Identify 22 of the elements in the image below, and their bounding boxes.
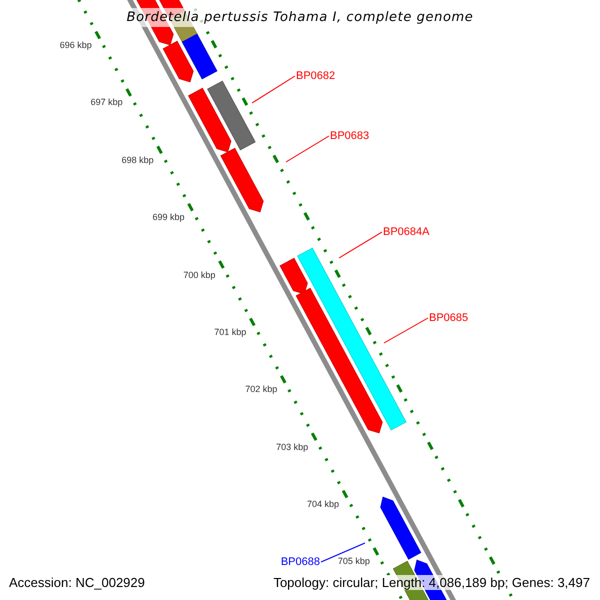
- leader-line: [320, 542, 366, 562]
- scale-label: 699 kbp: [152, 212, 184, 222]
- scale-label: 704 kbp: [307, 499, 340, 510]
- scale-label: 696 kbp: [60, 40, 92, 50]
- scale-label: 698 kbp: [122, 154, 154, 165]
- leader-line: [384, 318, 428, 344]
- scale-label: 700 kbp: [183, 270, 216, 280]
- scale-label: 705 kbp: [338, 556, 370, 566]
- gene-label: BP0682: [296, 70, 336, 82]
- footer-text: Accession: NC_002929: [9, 574, 145, 590]
- scale-label: 703 kbp: [276, 442, 308, 452]
- scale-label: 701 kbp: [214, 326, 246, 337]
- gene-label: BP0688: [280, 556, 320, 568]
- gene-label: BP0684A: [383, 226, 430, 238]
- gene-label: BP0685: [429, 312, 468, 324]
- leader-line: [338, 232, 382, 258]
- scale-label: 697 kbp: [90, 97, 123, 108]
- gene-label: BP0683: [330, 130, 370, 142]
- leader-line: [252, 76, 296, 104]
- footer-text: Topology: circular; Length: 4,086,189 bp; Genes: 3,497: [273, 574, 590, 590]
- scale-label: 702 kbp: [245, 384, 278, 394]
- leader-line: [286, 136, 330, 162]
